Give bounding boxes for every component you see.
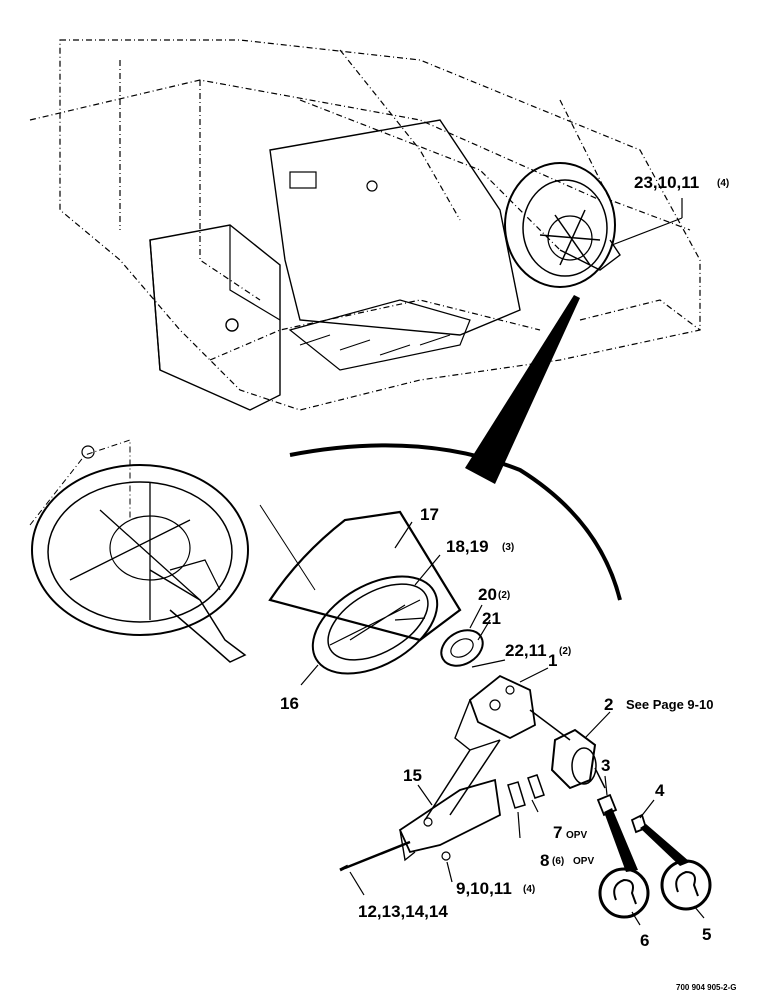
callout-7: 7 (553, 823, 562, 842)
callout-20: 20 (478, 585, 497, 604)
callout-4: 4 (655, 781, 665, 800)
fitting-3 (596, 793, 618, 817)
callout-2: 2 (604, 695, 613, 714)
callout-2-see-page: See Page 9-10 (626, 697, 713, 712)
callout-8-qty: (6) (552, 856, 564, 867)
callout-9-10-11: 9,10,11 (456, 879, 512, 898)
gearbox-2 (550, 728, 606, 790)
callout-15: 15 (403, 766, 422, 785)
callout-1: 1 (548, 651, 557, 670)
callout-21: 21 (482, 609, 501, 628)
callout-6: 6 (640, 931, 649, 950)
callout-17: 17 (420, 505, 439, 524)
callout-5: 5 (702, 925, 711, 944)
enlargement-5 (660, 859, 712, 911)
sheave-21 (440, 629, 484, 667)
detail-pointer-wedge (465, 295, 580, 484)
pointer-6 (604, 808, 638, 872)
callout-9-qty: (4) (523, 884, 535, 895)
figure-id: 700 904 905-2-G (676, 983, 737, 992)
leader-lines (300, 521, 705, 926)
machine-overview (29, 39, 701, 484)
enlargement-6 (598, 867, 650, 919)
callout-22-qty: (2) (559, 646, 571, 657)
callout-18-19: 18,19 (446, 537, 489, 556)
support-15 (398, 778, 501, 862)
pointer-5 (640, 824, 690, 866)
callout-8-opv: OPV (573, 856, 594, 867)
shims-7-8 (507, 774, 545, 809)
nut-9 (441, 851, 451, 861)
callout-22-11: 22,11 (505, 641, 547, 660)
callout-8: 8 (540, 851, 549, 870)
callout-12-13-14-14: 12,13,14,14 (358, 902, 448, 921)
callout-23-10-11: 23,10,11 (634, 173, 699, 192)
callout-18-qty: (3) (502, 542, 514, 553)
callout-20-qty: (2) (498, 590, 510, 601)
bolt-12 (339, 840, 411, 872)
callout-23-qty: (4) (717, 178, 729, 189)
wheel-assembly-inset (29, 439, 316, 663)
shield-and-sheave (268, 510, 462, 675)
callout-7-opv: OPV (566, 830, 587, 841)
detail-arc (289, 443, 622, 601)
callouts: 23,10,11 (4) 17 18,19 (3) 20 (2) 21 22,1… (280, 173, 737, 992)
callout-3: 3 (601, 756, 610, 775)
callout-16: 16 (280, 694, 299, 713)
